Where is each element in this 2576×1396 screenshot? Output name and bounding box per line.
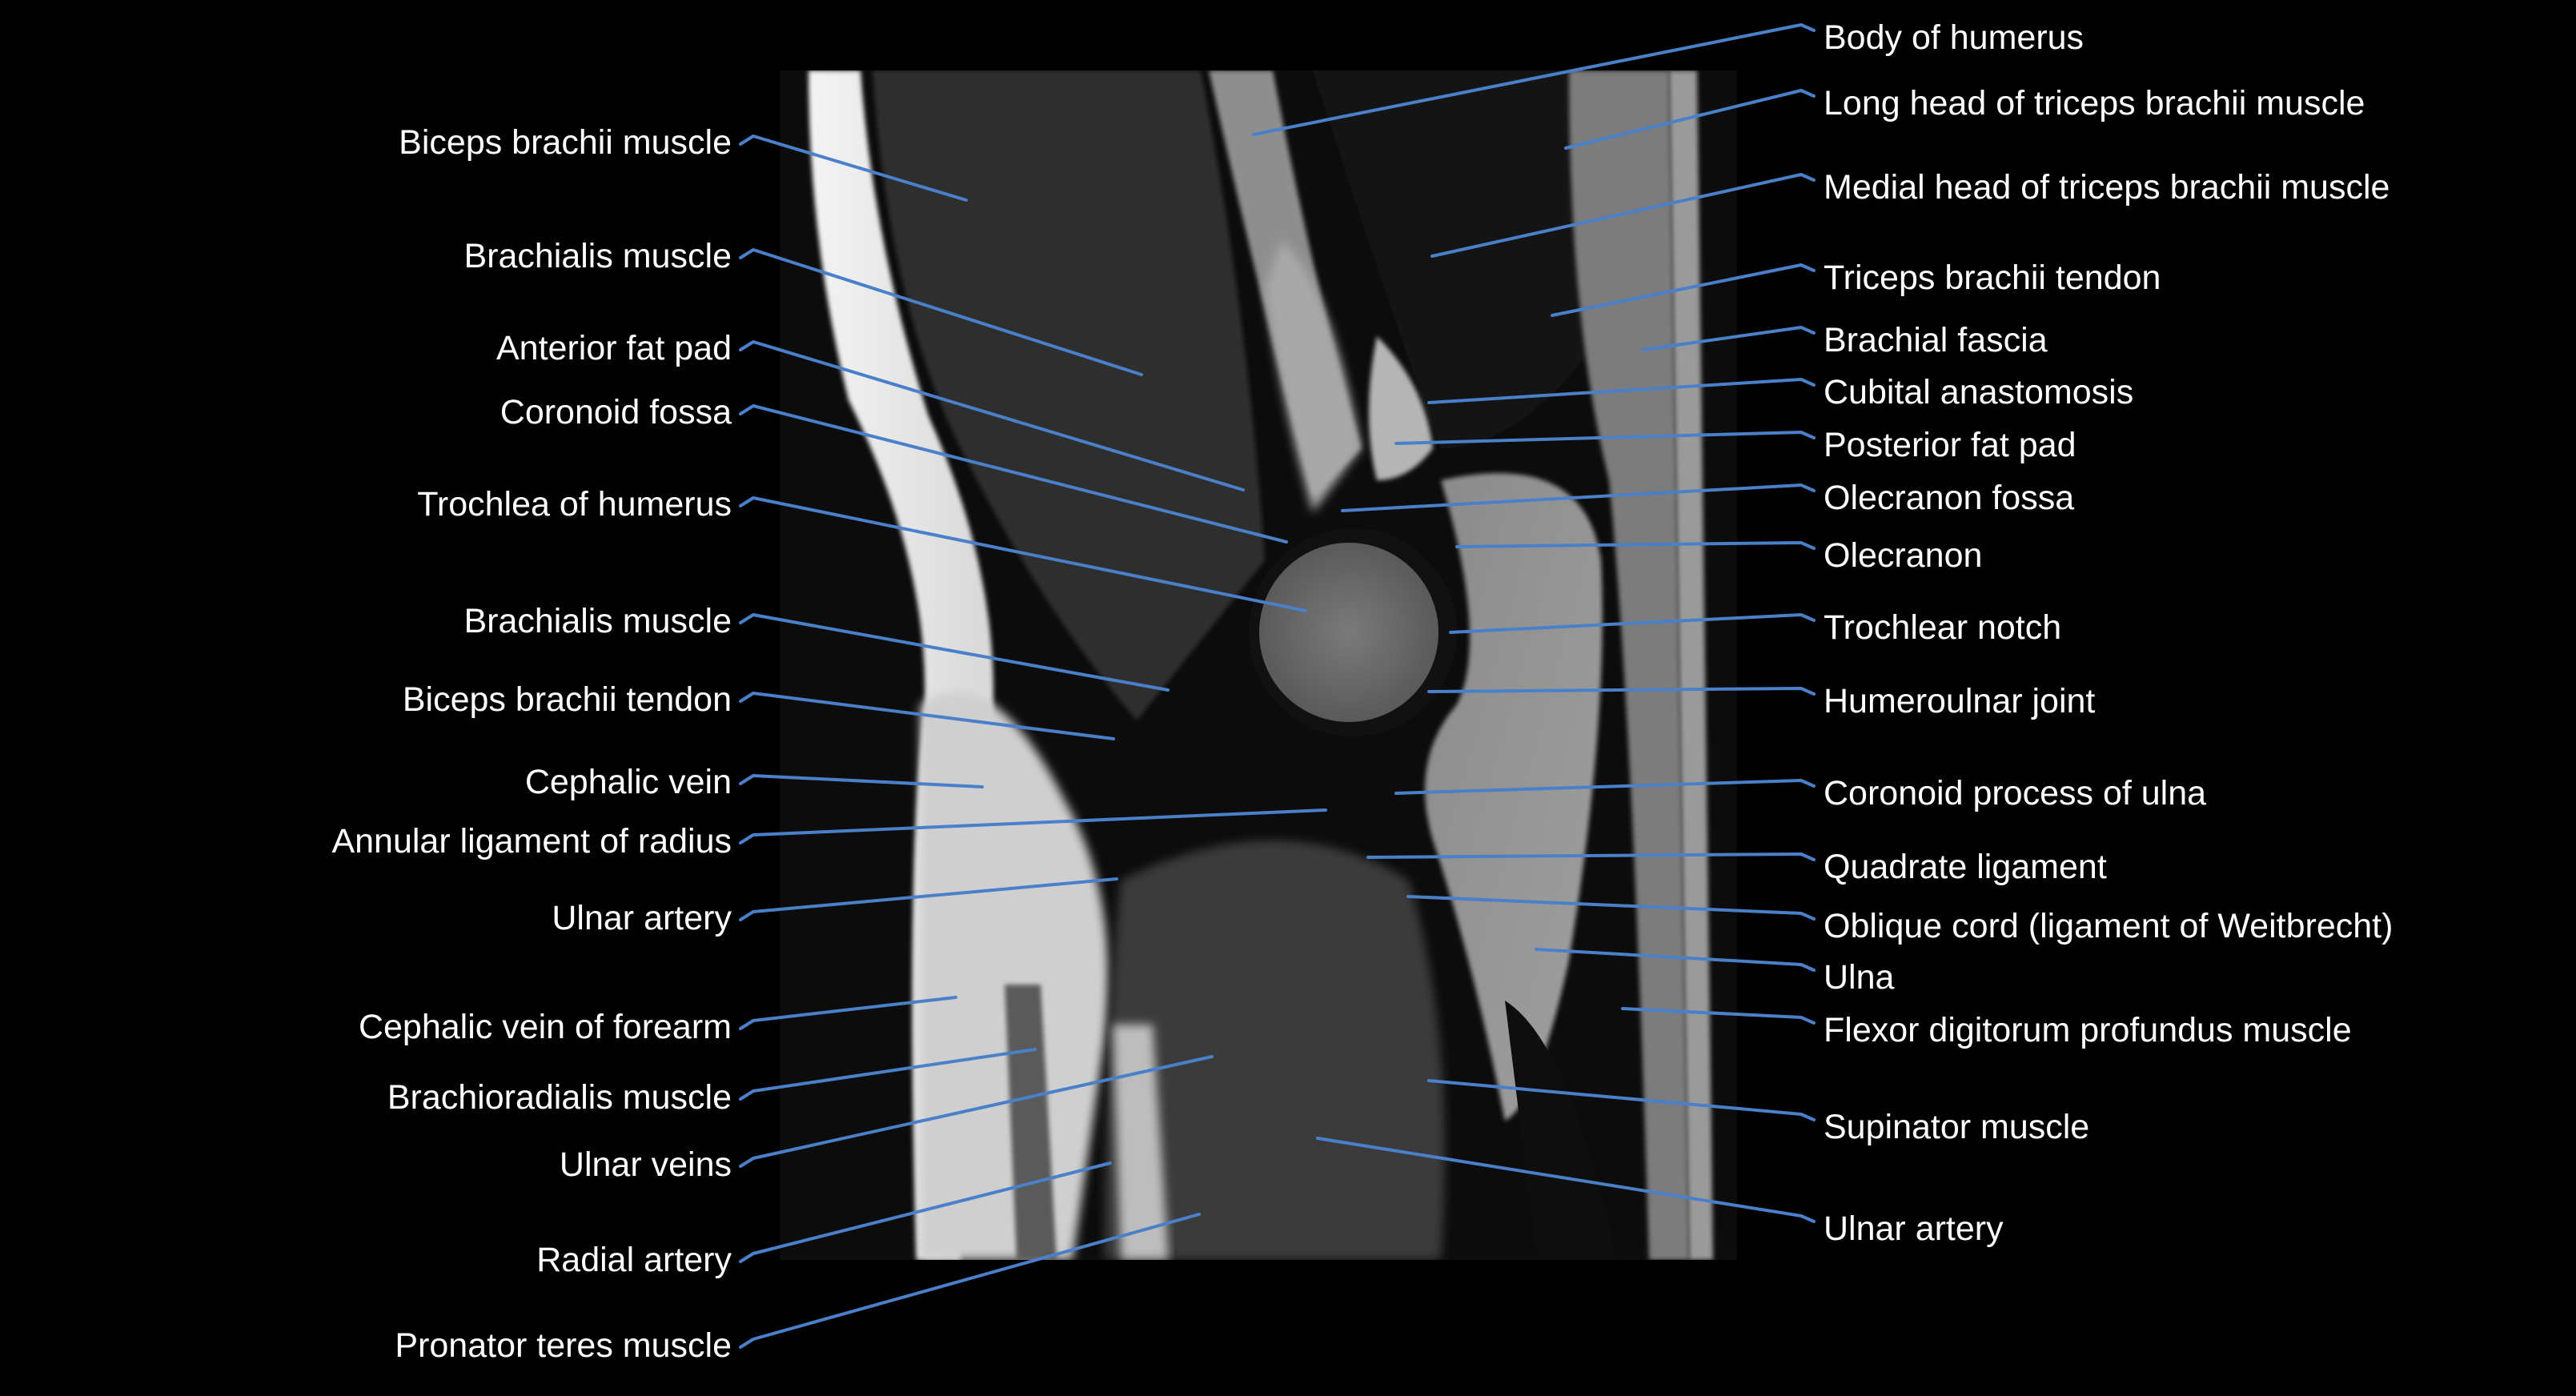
leader-line [1394, 779, 1816, 795]
leader-line [1551, 263, 1816, 317]
leader-line [1564, 89, 1816, 150]
leader-line [1394, 431, 1816, 445]
label-left-annular-ligament-of-radius: Annular ligament of radius [331, 822, 732, 860]
leader-line [739, 1048, 1037, 1101]
label-right-humeroulnar-joint: Humeroulnar joint [1824, 682, 2096, 720]
label-right-trochlear-notch: Trochlear notch [1824, 608, 2062, 647]
label-right-long-head-of-triceps-brachii-muscle: Long head of triceps brachii muscle [1824, 84, 2365, 122]
leader-line [1252, 23, 1816, 136]
label-right-body-of-humerus: Body of humerus [1824, 18, 2084, 57]
leader-line [1406, 895, 1816, 921]
leader-line [739, 1161, 1112, 1263]
label-left-cephalic-vein-of-forearm: Cephalic vein of forearm [358, 1008, 732, 1046]
leader-line [1316, 1137, 1816, 1223]
leader-line [1341, 483, 1816, 512]
leader-line [739, 496, 1307, 612]
leader-line [1449, 613, 1816, 634]
leader-line [1430, 173, 1816, 258]
label-right-olecranon-fossa: Olecranon fossa [1824, 479, 2075, 517]
leader-line [739, 613, 1170, 692]
label-left-brachialis-muscle: Brachialis muscle [463, 602, 732, 640]
label-right-cubital-anastomosis: Cubital anastomosis [1824, 373, 2134, 411]
leader-line [739, 1055, 1214, 1168]
label-left-ulnar-artery: Ulnar artery [552, 899, 732, 937]
label-right-posterior-fat-pad: Posterior fat pad [1824, 426, 2076, 464]
leader-line [739, 692, 1115, 740]
leader-line [739, 996, 957, 1030]
leader-line [739, 134, 968, 202]
label-left-ulnar-veins: Ulnar veins [559, 1145, 732, 1184]
label-right-ulnar-artery: Ulnar artery [1824, 1209, 2004, 1248]
leader-line [739, 1213, 1201, 1349]
label-right-supinator-muscle: Supinator muscle [1824, 1108, 2090, 1146]
label-left-biceps-brachii-tendon: Biceps brachii tendon [402, 680, 732, 719]
label-left-brachioradialis-muscle: Brachioradialis muscle [387, 1078, 732, 1117]
leader-line [1427, 378, 1816, 404]
label-left-radial-artery: Radial artery [536, 1241, 732, 1279]
label-right-coronoid-process-of-ulna: Coronoid process of ulna [1824, 774, 2207, 812]
label-left-trochlea-of-humerus: Trochlea of humerus [417, 485, 732, 524]
leader-line [1427, 1079, 1816, 1121]
leader-line [1427, 687, 1816, 696]
leader-line [1535, 948, 1816, 972]
leader-line [739, 248, 1143, 376]
leader-line [1366, 852, 1816, 861]
label-left-biceps-brachii-muscle: Biceps brachii muscle [399, 123, 732, 162]
label-right-triceps-brachii-tendon: Triceps brachii tendon [1824, 259, 2161, 297]
leader-line [739, 340, 1245, 491]
leader-line [1641, 326, 1816, 351]
leader-line [1621, 1007, 1816, 1025]
leader-line [739, 404, 1288, 544]
label-right-brachial-fascia: Brachial fascia [1824, 321, 2048, 359]
label-right-quadrate-ligament: Quadrate ligament [1824, 848, 2107, 886]
label-left-brachialis-muscle: Brachialis muscle [463, 237, 732, 275]
label-left-cephalic-vein: Cephalic vein [524, 763, 732, 801]
label-right-olecranon: Olecranon [1824, 536, 1983, 575]
leader-line [739, 774, 984, 788]
leader-line [739, 877, 1118, 921]
label-right-medial-head-of-triceps-brachii-muscle: Medial head of triceps brachii muscle [1824, 168, 2390, 207]
leader-line [739, 808, 1327, 844]
label-left-pronator-teres-muscle: Pronator teres muscle [395, 1326, 732, 1365]
label-right-oblique-cord-ligament-of-weitbrecht: Oblique cord (ligament of Weitbrecht) [1824, 907, 2393, 945]
label-right-flexor-digitorum-profundus-muscle: Flexor digitorum profundus muscle [1824, 1011, 2352, 1049]
label-right-ulna: Ulna [1824, 958, 1895, 997]
label-left-coronoid-fossa: Coronoid fossa [500, 393, 732, 431]
label-left-anterior-fat-pad: Anterior fat pad [496, 329, 732, 367]
leader-line [1455, 541, 1816, 550]
